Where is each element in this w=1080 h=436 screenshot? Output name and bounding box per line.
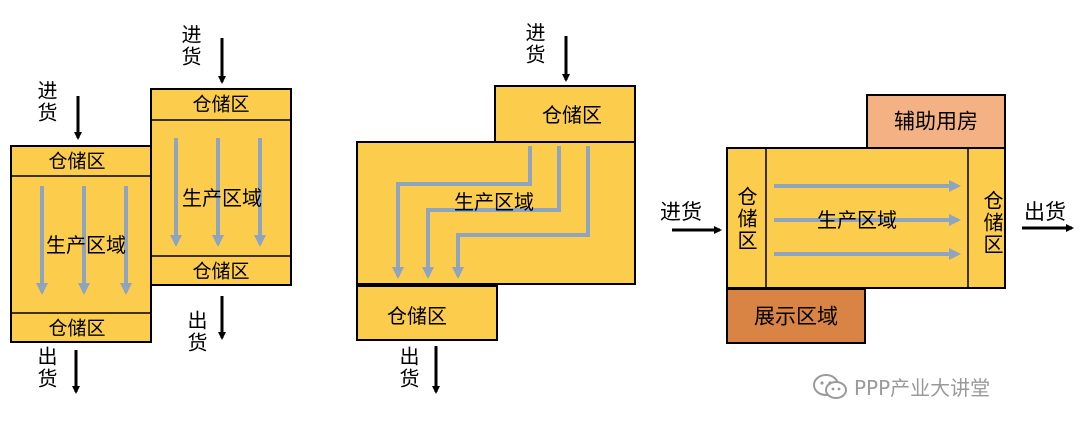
display-area-label: 展示区域 [754,304,838,329]
storage-label: 仓储区 [542,103,602,127]
incoming-label: 进货 [178,24,202,68]
left-building-a [10,145,152,343]
outgoing-label: 出货 [1024,200,1066,224]
production-label: 生产区域 [46,233,126,257]
watermark: PPP产业大讲堂 [812,372,990,401]
outgoing-label: 出货 [396,346,420,390]
flow-arrow [392,146,532,279]
right-display-area [726,288,866,344]
storage-label: 仓储区 [192,260,250,283]
outgoing-label: 出货 [184,310,208,354]
watermark-text: PPP产业大讲堂 [854,376,991,400]
production-label: 生产区域 [454,190,534,214]
storage-label: 仓储区 [734,186,758,252]
wechat-icon [813,373,847,399]
left-building-b [150,88,292,286]
incoming-label: 进货 [522,22,546,66]
incoming-label: 进货 [34,80,58,124]
middle-storage-top [494,85,636,143]
production-label: 生产区域 [182,186,262,210]
storage-label: 仓储区 [387,304,447,328]
incoming-label: 进货 [660,200,702,224]
flow-arrow [452,146,590,279]
storage-label: 仓储区 [980,190,1004,256]
storage-label: 仓储区 [48,150,106,173]
middle-storage-bottom [356,285,498,341]
production-label: 生产区域 [817,208,897,232]
flow-arrow [422,146,561,279]
auxiliary-room-label: 辅助用房 [894,109,978,134]
storage-label: 仓储区 [48,317,106,340]
outgoing-label: 出货 [34,346,58,390]
storage-label: 仓储区 [192,93,250,116]
